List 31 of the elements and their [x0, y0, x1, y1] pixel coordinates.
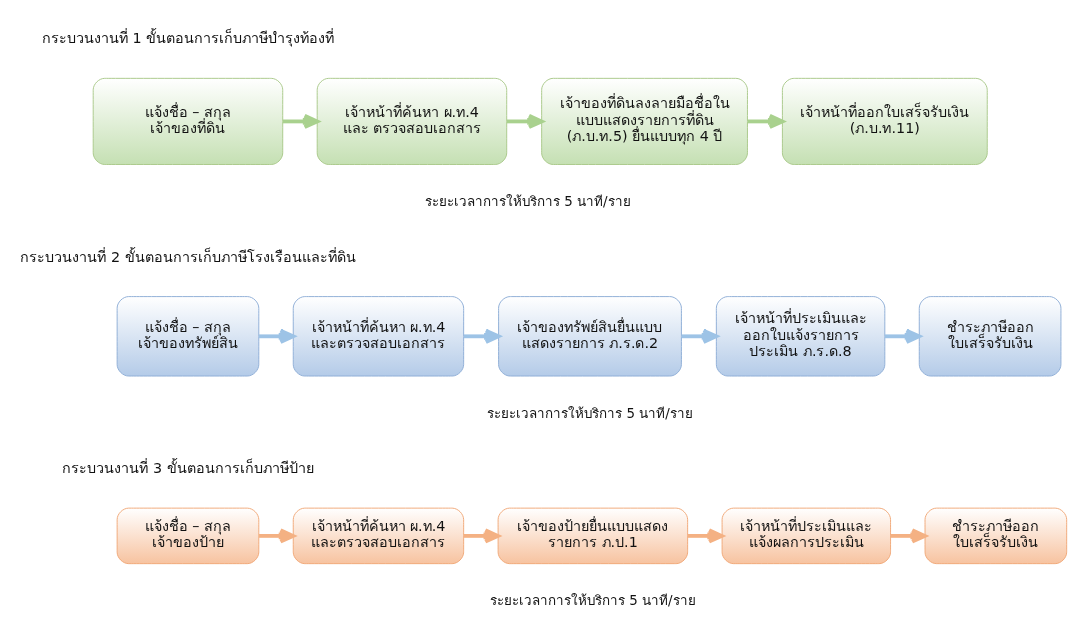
node-box: แจ้งชื่อ – สกุล เจ้าของทรัพย์สิน: [116, 296, 260, 377]
node-box: แจ้งชื่อ – สกุล เจ้าของป้าย: [116, 507, 260, 565]
node-box: เจ้าหน้าที่ค้นหา ผ.ท.4 และ ตรวจสอบเอกสาร: [316, 77, 508, 165]
node-box: ชำระภาษีออก ใบเสร็จรับเงิน: [924, 507, 1068, 565]
arrow: [506, 113, 544, 129]
arrow: [681, 328, 718, 344]
node-box: เจ้าของที่ดินลงลายมือชื่อใน แบบแสดงรายการที่ดิน (ภ.บ.ท.5) ยื่นแบบทุก 4 ปี: [541, 77, 748, 165]
arrow: [687, 528, 724, 544]
label: ระยะเวลาการให้บริการ 5 นาที/ราย: [490, 593, 696, 609]
node-box: ชำระภาษีออก ใบเสร็จรับเงิน: [918, 296, 1062, 377]
arrow: [259, 328, 295, 344]
node-box: เจ้าหน้าที่ประเมินและ แจ้งผลการประเมิน: [721, 507, 892, 565]
node-box: เจ้าหน้าที่ออกใบเสร็จรับเงิน (ภ.บ.ท.11): [781, 77, 988, 165]
node-box: เจ้าหน้าที่ประเมินและ ออกใบแจ้งรายการ ประเมิน ภ.ร.ด.8: [715, 296, 886, 377]
arrow: [464, 328, 501, 344]
node-box: แจ้งชื่อ – สกุล เจ้าของที่ดิน: [92, 77, 284, 165]
node-box: เจ้าหน้าที่ค้นหา ผ.ท.4 และตรวจสอบเอกสาร: [292, 507, 465, 565]
arrow: [747, 113, 785, 129]
node-box: เจ้าของป้ายยื่นแบบแสดง รายการ ภ.ป.1: [497, 507, 689, 565]
label: กระบวนงานที่ 1 ขั้นตอนการเก็บภาษีบำรุงท้องที่: [41, 30, 335, 47]
arrow: [885, 328, 921, 344]
label: กระบวนงานที่ 2 ขั้นตอนการเก็บภาษีโรงเรือนและที่ดิน: [20, 248, 356, 265]
label: กระบวนงานที่ 3 ขั้นตอนการเก็บภาษีป้าย: [62, 460, 314, 477]
node-box: เจ้าหน้าที่ค้นหา ผ.ท.4 และตรวจสอบเอกสาร: [292, 296, 465, 377]
arrow: [282, 113, 320, 129]
node-box: เจ้าของทรัพย์สินยื่นแบบ แสดงรายการ ภ.ร.ด.2: [498, 296, 682, 377]
label: ระยะเวลาการให้บริการ 5 นาที/ราย: [425, 194, 631, 210]
arrow: [890, 528, 927, 544]
label: ระยะเวลาการให้บริการ 5 นาที/ราย: [487, 405, 693, 421]
arrow: [463, 528, 500, 544]
arrow: [259, 528, 295, 544]
